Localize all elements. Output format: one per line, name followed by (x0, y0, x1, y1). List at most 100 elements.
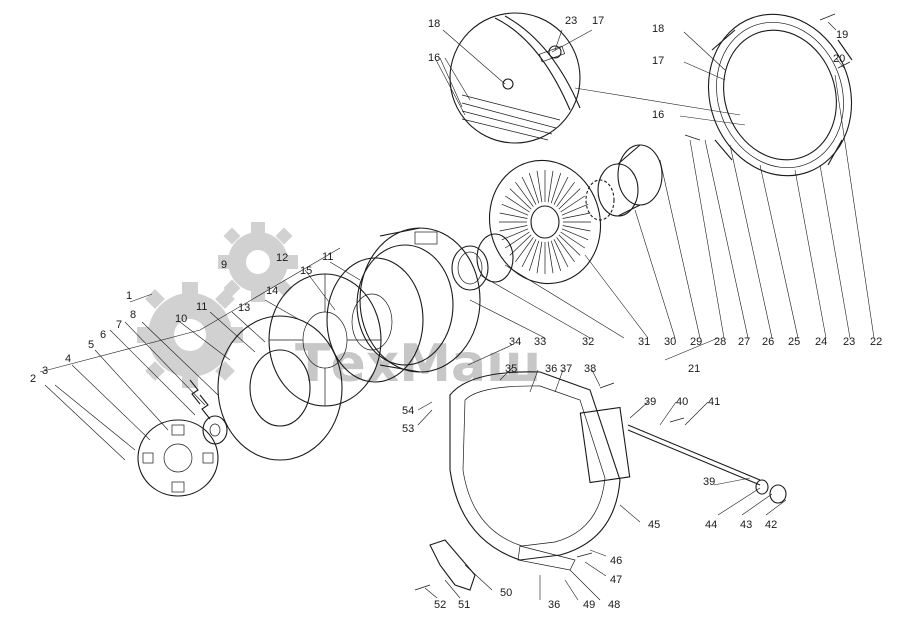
leader-lines (39, 21, 875, 601)
callout-30: 30 (664, 336, 676, 348)
callout-3: 3 (42, 365, 48, 377)
callout-23a: 23 (565, 15, 577, 27)
spring-finger (521, 239, 537, 268)
spring-finger (550, 240, 562, 272)
callout-36a: 36 (545, 363, 557, 375)
callout-31: 31 (638, 336, 650, 348)
spring-finger (558, 234, 581, 256)
callout-labels: 1 2 3 4 5 6 7 8 9 10 11 11 12 13 14 15 1… (30, 15, 882, 611)
callout-42: 42 (765, 519, 777, 531)
driven-disc-rear (326, 257, 424, 383)
callout-25: 25 (788, 336, 800, 348)
callout-28: 28 (714, 336, 726, 348)
spring-finger (561, 203, 589, 216)
spring-finger (515, 181, 534, 207)
callout-32: 32 (582, 336, 594, 348)
spring-finger (553, 176, 569, 205)
spring-finger (562, 212, 591, 219)
spring-finger (509, 234, 532, 256)
callout-17b: 17 (652, 55, 664, 67)
callout-50: 50 (500, 587, 512, 599)
spring-finger (560, 195, 585, 213)
callout-43: 43 (740, 519, 752, 531)
hub-disc (268, 273, 382, 407)
callout-35: 35 (505, 363, 517, 375)
callout-16a: 16 (428, 52, 440, 64)
spring-finger (556, 237, 575, 263)
diaphragm-spring (488, 159, 602, 285)
callout-46: 46 (610, 555, 622, 567)
callout-40: 40 (676, 396, 688, 408)
callout-39b: 39 (703, 476, 715, 488)
spring-finger (505, 231, 530, 249)
release-bearing (585, 144, 663, 221)
callout-21: 21 (688, 363, 700, 375)
callout-39a: 39 (644, 396, 656, 408)
callout-41: 41 (708, 396, 720, 408)
spring-finger (553, 239, 569, 268)
callout-22: 22 (870, 336, 882, 348)
callout-52: 52 (434, 599, 446, 611)
callout-7: 7 (116, 319, 122, 331)
callout-4: 4 (65, 353, 71, 365)
bolts (414, 13, 851, 591)
callout-1: 1 (126, 290, 132, 302)
callout-10: 10 (175, 313, 187, 325)
spring-finger (505, 195, 530, 213)
callout-20: 20 (833, 53, 845, 65)
callout-18b: 18 (652, 23, 664, 35)
snap-ring (451, 233, 514, 291)
damper-plate (137, 419, 219, 497)
callout-44: 44 (705, 519, 717, 531)
callout-14: 14 (266, 285, 278, 297)
spring-finger (521, 176, 537, 205)
callout-16b: 16 (652, 109, 664, 121)
callout-48: 48 (608, 599, 620, 611)
spring-finger (501, 203, 529, 216)
callout-2: 2 (30, 373, 36, 385)
spring-finger (556, 181, 575, 207)
callout-9: 9 (221, 259, 227, 271)
callout-5: 5 (88, 339, 94, 351)
spring-finger (547, 170, 554, 203)
callout-19: 19 (836, 29, 848, 41)
callout-13: 13 (238, 302, 250, 314)
detail-inset (449, 12, 581, 144)
callout-12: 12 (276, 252, 288, 264)
callout-26: 26 (762, 336, 774, 348)
pressure-plate (356, 227, 481, 373)
spring-finger (499, 225, 528, 232)
callout-11a: 11 (196, 301, 207, 313)
callout-23b: 23 (843, 336, 855, 348)
callout-8: 8 (130, 309, 136, 321)
bell-housing (449, 371, 631, 571)
gear-logo-icon (137, 222, 298, 388)
watermark: ТехМаш (137, 222, 541, 394)
callout-36b: 36 (548, 599, 560, 611)
spring-finger (536, 241, 543, 274)
spring-finger (562, 225, 591, 232)
callout-54: 54 (402, 405, 414, 417)
callout-15: 15 (300, 265, 312, 277)
callout-18a: 18 (428, 18, 440, 30)
callout-47: 47 (610, 574, 622, 586)
callout-24: 24 (815, 336, 827, 348)
spring-finger (515, 237, 534, 263)
callout-53: 53 (402, 423, 414, 435)
release-shaft (627, 424, 787, 504)
friction-disc (217, 315, 343, 461)
pressure-plate-housing (707, 13, 853, 177)
spring-finger (536, 170, 543, 203)
spring-finger (509, 188, 532, 210)
callout-27: 27 (738, 336, 750, 348)
spring-finger (547, 241, 554, 274)
callout-11b: 11 (322, 251, 333, 263)
callout-34: 34 (509, 336, 521, 348)
callout-49: 49 (583, 599, 595, 611)
spring-finger (501, 228, 529, 241)
callout-33: 33 (534, 336, 546, 348)
callout-38: 38 (584, 363, 596, 375)
spring-finger (499, 212, 528, 219)
callout-29: 29 (690, 336, 702, 348)
